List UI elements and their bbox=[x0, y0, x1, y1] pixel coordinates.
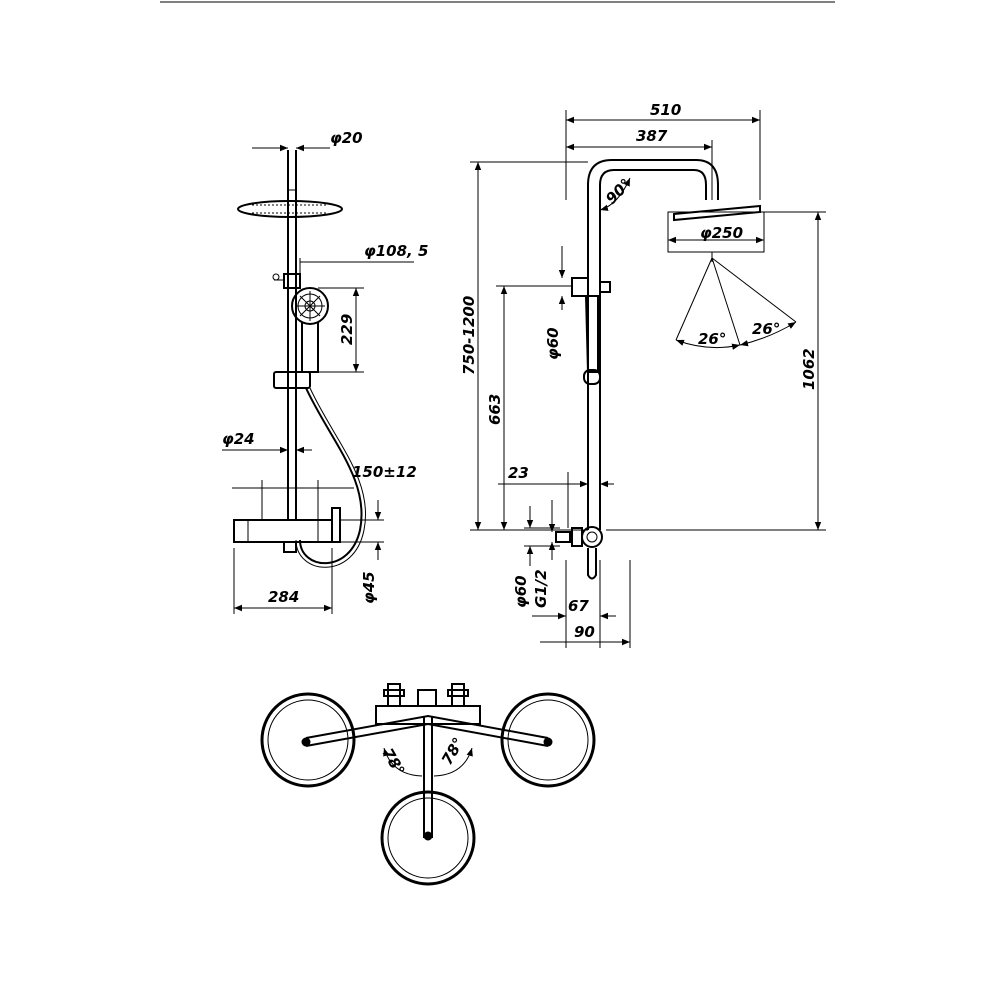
dim-arm-reach: 510 bbox=[650, 101, 681, 119]
dim-projection-2: 90 bbox=[574, 623, 595, 641]
bottom-circle bbox=[380, 790, 476, 886]
front-view: φ20 φ108, 5 229 φ24 150±12 284 φ45 bbox=[222, 129, 428, 614]
handshower-face bbox=[291, 287, 329, 325]
dim-angle-left: 78° bbox=[379, 745, 409, 779]
dim-spray-left: 26° bbox=[698, 330, 726, 348]
dim-head-diameter: φ250 bbox=[700, 224, 743, 242]
dim-offset: 23 bbox=[508, 464, 529, 482]
hose bbox=[299, 387, 363, 565]
dim-escutcheon-diameter: φ60 bbox=[512, 575, 530, 608]
top-view: 78° 78° bbox=[260, 683, 596, 886]
thermostat-body bbox=[233, 519, 333, 543]
overhead-head-plan bbox=[237, 200, 343, 218]
right-circle bbox=[500, 692, 596, 788]
riser-and-arm bbox=[587, 159, 719, 530]
dim-handshower-diameter: φ108, 5 bbox=[364, 242, 428, 260]
dim-arm-to-head: 387 bbox=[636, 127, 668, 145]
overhead-head-side bbox=[673, 204, 761, 222]
dim-spray-right: 26° bbox=[752, 320, 780, 338]
dim-bracket-height: 663 bbox=[486, 394, 504, 425]
dim-handshower-length: 229 bbox=[338, 314, 356, 345]
dim-projection-1: 67 bbox=[568, 597, 589, 615]
dim-body-diameter: φ45 bbox=[360, 571, 378, 604]
left-circle bbox=[260, 692, 356, 788]
dim-bracket-diameter: φ60 bbox=[544, 327, 562, 360]
side-view: 26° 26° 510 387 90° φ250 750-1200 663 bbox=[460, 101, 826, 648]
dim-overall-height: 1062 bbox=[800, 348, 818, 390]
dim-arm-angle: 90° bbox=[602, 175, 635, 208]
dim-thread: G1/2 bbox=[532, 569, 550, 608]
dim-inlet-centres: 150±12 bbox=[352, 463, 417, 481]
dim-body-width: 284 bbox=[268, 588, 299, 606]
dim-angle-right: 78° bbox=[438, 734, 468, 768]
dim-pipe-diameter: φ24 bbox=[222, 430, 255, 448]
dim-rail-diameter: φ20 bbox=[330, 129, 363, 147]
dim-height-range: 750-1200 bbox=[460, 296, 478, 375]
